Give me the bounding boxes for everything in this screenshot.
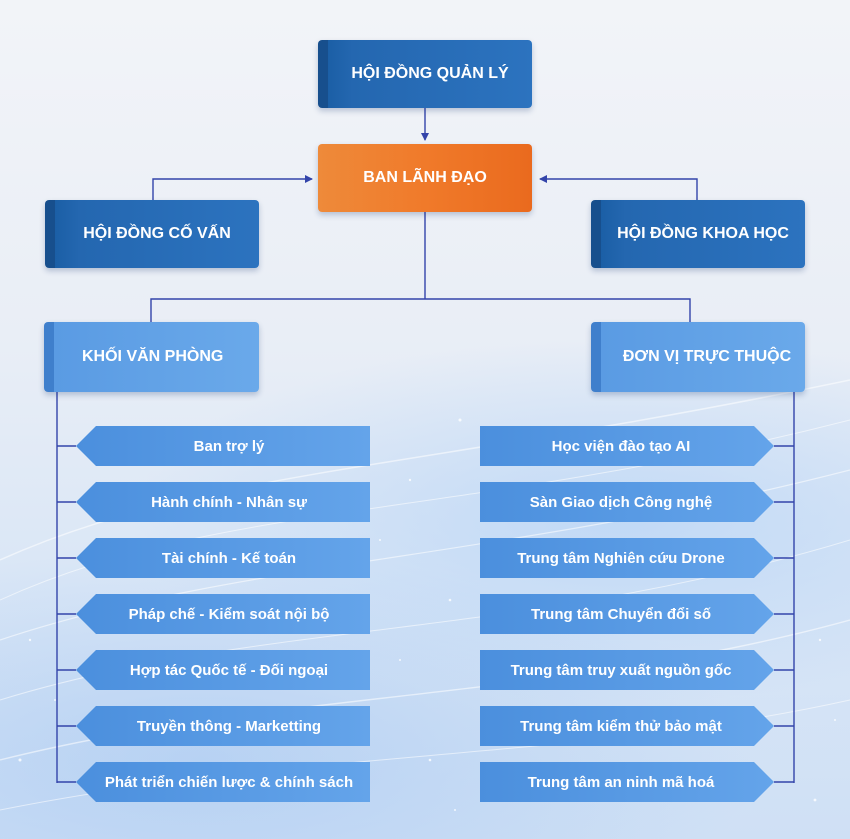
office-item: Phát triển chiến lược & chính sách <box>76 762 370 802</box>
office-item: Ban trợ lý <box>76 426 370 466</box>
unit-item: Học viện đào tạo AI <box>480 426 774 466</box>
office-item: Hợp tác Quốc tế - Đối ngoại <box>76 650 370 690</box>
affiliated-units-label: ĐƠN VỊ TRỰC THUỘC <box>622 348 792 365</box>
unit-item: Trung tâm Chuyển đổi số <box>480 594 774 634</box>
leadership-label: BAN LÃNH ĐẠO <box>363 169 487 186</box>
unit-item: Trung tâm an ninh mã hoá <box>480 762 774 802</box>
management-board-label: HỘI ĐỒNG QUẢN LÝ <box>351 65 509 82</box>
office-item: Tài chính - Kế toán <box>76 538 370 578</box>
management-board-box: HỘI ĐỒNG QUẢN LÝ <box>318 40 532 108</box>
affiliated-units-box: ĐƠN VỊ TRỰC THUỘC <box>591 322 805 392</box>
advisory-council-box: HỘI ĐỒNG CỐ VẤN <box>45 200 259 268</box>
office-item: Hành chính - Nhân sự <box>76 482 370 522</box>
advisory-to-leadership-line <box>152 175 313 200</box>
office-block-label: KHỐI VĂN PHÒNG <box>82 348 224 365</box>
unit-item: Sàn Giao dịch Công nghệ <box>480 482 774 522</box>
unit-item: Trung tâm kiểm thử bảo mật <box>480 706 774 746</box>
office-item: Pháp chế - Kiểm soát nội bộ <box>76 594 370 634</box>
science-council-label: HỘI ĐỒNG KHOA HỌC <box>617 225 789 242</box>
science-to-leadership-line <box>539 175 698 200</box>
advisory-council-label: HỘI ĐỒNG CỐ VẤN <box>83 225 231 242</box>
leadership-box: BAN LÃNH ĐẠO <box>318 144 532 212</box>
unit-item: Trung tâm Nghiên cứu Drone <box>480 538 774 578</box>
office-block-box: KHỐI VĂN PHÒNG <box>44 322 259 392</box>
science-council-box: HỘI ĐỒNG KHOA HỌC <box>591 200 805 268</box>
unit-item: Trung tâm truy xuất nguồn gốc <box>480 650 774 690</box>
office-item: Truyền thông - Marketting <box>76 706 370 746</box>
